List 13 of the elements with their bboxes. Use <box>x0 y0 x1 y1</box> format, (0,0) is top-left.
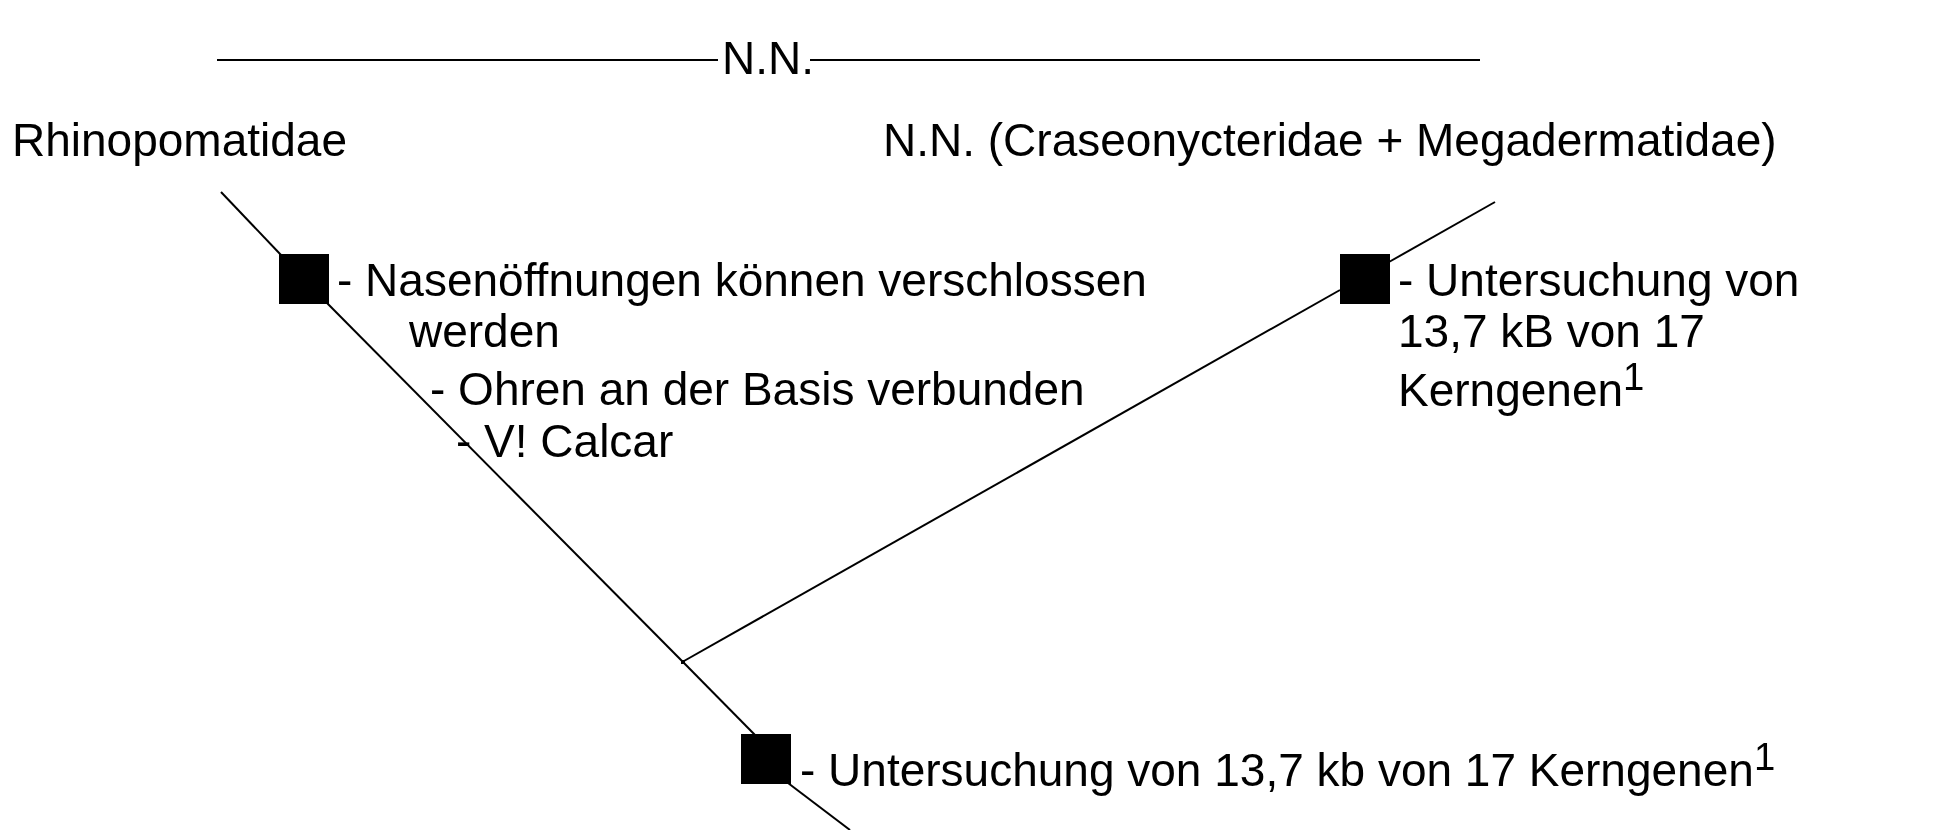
branch-line <box>326 302 683 662</box>
title: N.N. <box>722 33 814 84</box>
branch-line <box>787 782 851 830</box>
branch-line <box>220 191 282 256</box>
branch-line <box>683 289 1341 662</box>
character-text: - Nasenöffnungen können verschlossen werden <box>337 255 1148 357</box>
taxon-label: Rhinopomatidae <box>12 115 347 166</box>
taxon-label: N.N. (Craseonycteridae + Megadermatidae) <box>883 115 1777 166</box>
character-text: - Ohren an der Basis verbunden <box>430 364 1085 415</box>
character-text: - Untersuchung von 13,7 kB von 17 Kerngenen$^{1}$ <box>1398 255 1801 417</box>
branch-line <box>683 662 756 736</box>
branch-point <box>681 660 685 664</box>
character-text: - Untersuchung von 13,7 kb von 17 Kerngenen$^{1}$ <box>800 736 1776 796</box>
